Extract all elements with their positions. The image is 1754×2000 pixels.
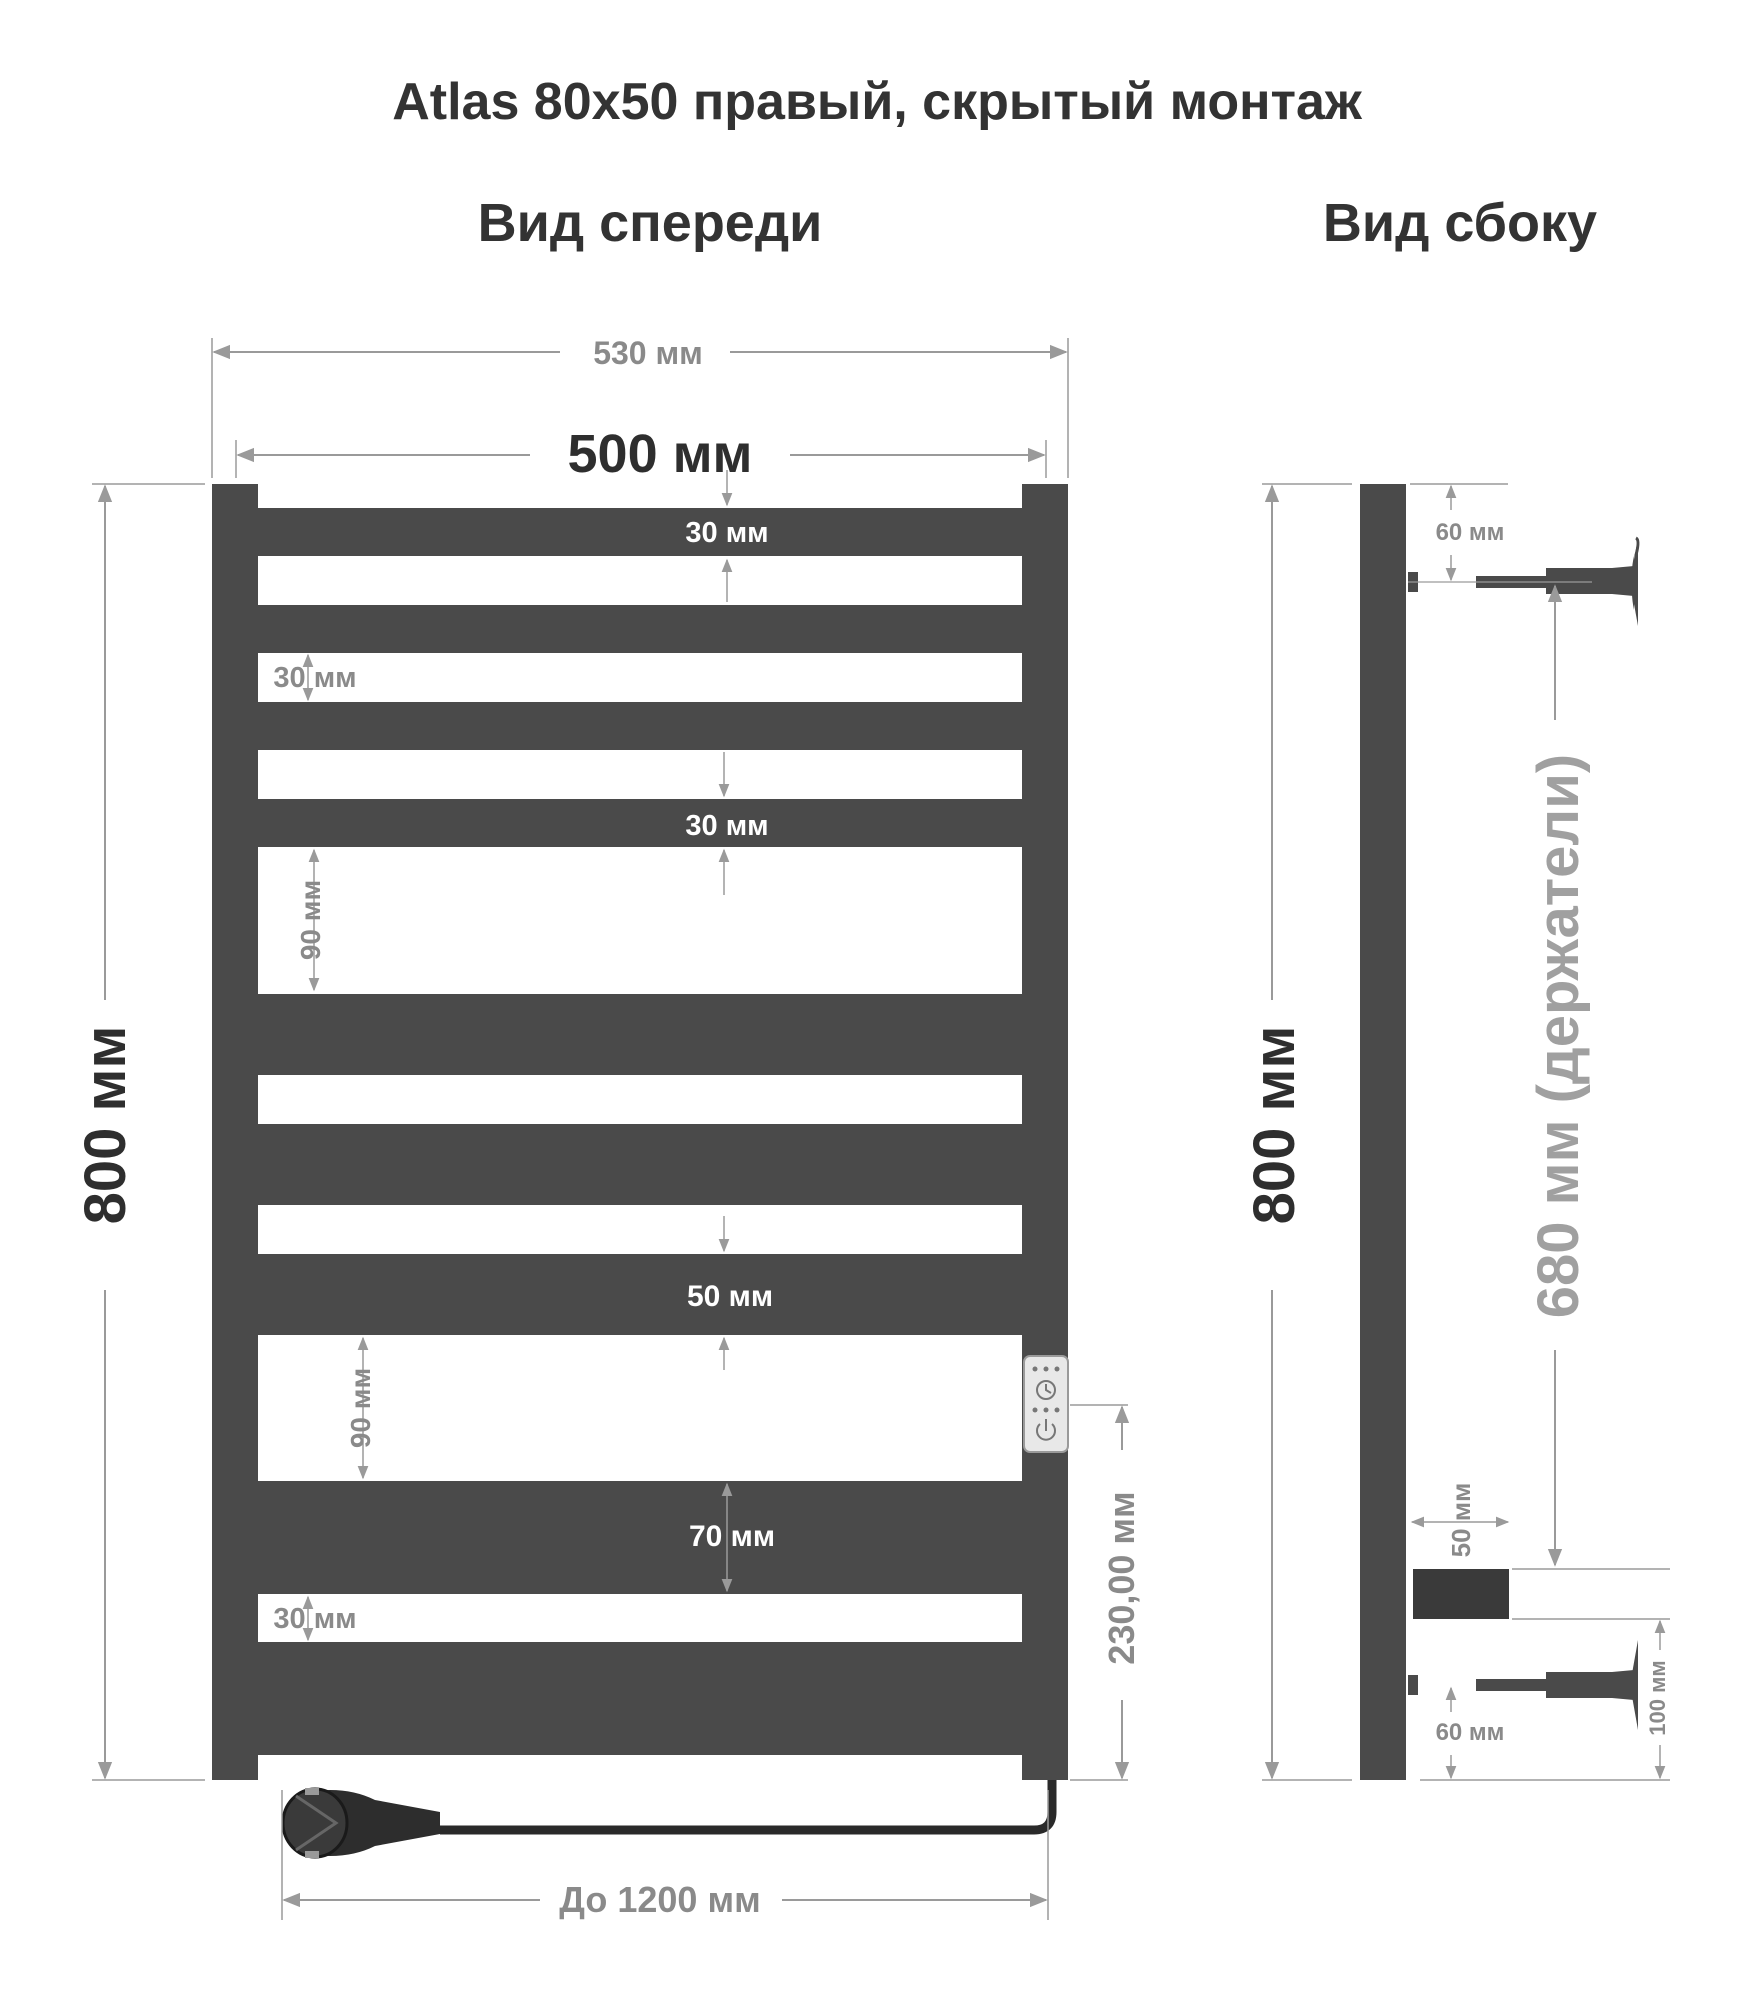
plug-icon [281,1787,440,1859]
dim-gap-left-30b: 30 мм [273,1603,356,1635]
front-view: 530 мм 500 мм 800 мм 30 мм 30 мм 30 мм 9… [73,335,1142,1920]
dim-side-bottom-offset: 60 мм [1436,1719,1505,1746]
power-icon [1036,1419,1056,1441]
left-rail [212,484,258,1780]
side-view-title: Вид сбоку [1322,193,1598,253]
dim-cable-length: До 1200 мм [559,1879,760,1920]
bottom-wall-holder [1408,1640,1638,1730]
bar-5 [258,994,1022,1075]
bar-7 [258,1254,1022,1335]
bar-3 [258,702,1022,750]
dim-control-offset: 230,00 мм [1101,1491,1142,1664]
bar-2 [258,605,1022,653]
depth-block [1413,1569,1509,1619]
dim-gap-top: 30 мм [685,517,768,549]
power-cable [440,1780,1057,1835]
side-view: 800 мм 60 мм 680 мм (держатели) 50 мм 60… [1242,483,1670,1781]
top-wall-holder [1408,536,1640,626]
dim-overall-width: 530 мм [593,335,703,371]
bar-9 [258,1642,1022,1755]
dim-gap-90b: 90 мм [345,1368,376,1448]
right-rail [1022,484,1068,1780]
dim-gap-90a: 90 мм [295,880,326,960]
bar-4 [258,799,1022,847]
dim-inner-width: 500 мм [568,424,753,484]
dim-side-wall-gap: 100 мм [1645,1660,1670,1735]
dim-gap-left-2: 30 мм [273,662,356,694]
bar-8 [258,1481,1022,1594]
side-rail [1360,484,1406,1780]
bar-1 [258,508,1022,556]
front-view-title: Вид спереди [477,193,823,253]
dim-bar-50: 50 мм [687,1280,773,1313]
dim-bar-70: 70 мм [689,1520,775,1553]
dim-front-height: 800 мм [73,1026,138,1225]
dim-holder-distance: 680 мм (держатели) [1526,754,1591,1318]
clock-icon [1036,1380,1056,1400]
dim-side-top-offset: 60 мм [1436,519,1505,546]
dim-gap-mid: 30 мм [685,810,768,842]
dim-side-height: 800 мм [1242,1026,1307,1225]
diagram-title: Atlas 80x50 правый, скрытый монтаж [392,73,1362,131]
dim-side-depth: 50 мм [1446,1483,1476,1558]
bar-6 [258,1124,1022,1205]
control-panel [1023,1355,1069,1453]
